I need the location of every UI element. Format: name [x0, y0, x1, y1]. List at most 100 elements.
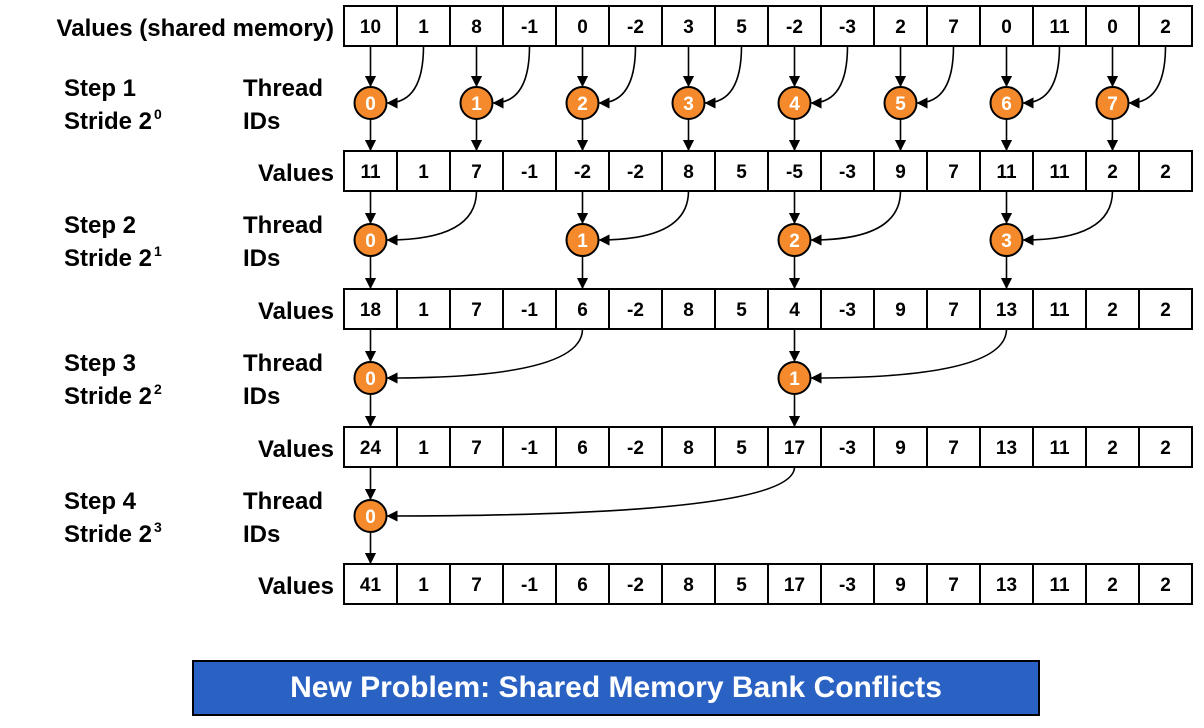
- thread-id-circle: [671, 86, 706, 120]
- cell-value: 11: [360, 162, 381, 183]
- thread-id: 0: [365, 507, 376, 528]
- add-arrow: [810, 328, 1008, 384]
- value-cell: [343, 150, 398, 192]
- value-cell: [873, 563, 928, 605]
- value-cell: [396, 563, 451, 605]
- cell-value: 7: [948, 162, 959, 183]
- cell-value: 5: [736, 17, 747, 38]
- value-cell: [1032, 426, 1087, 468]
- add-arrow: [386, 190, 478, 246]
- cell-value: 6: [577, 438, 588, 459]
- thread-id-circle: [989, 86, 1024, 120]
- thread-id: 0: [365, 369, 376, 390]
- cell-value: 11: [1049, 575, 1070, 596]
- cell-value: 5: [736, 300, 747, 321]
- add-arrow: [916, 45, 955, 109]
- cell-value: -2: [627, 17, 644, 38]
- stride-exponent: 2: [154, 381, 162, 397]
- thread-id: 0: [365, 231, 376, 252]
- thread-id: 1: [789, 369, 800, 390]
- add-arrow: [386, 328, 584, 384]
- thread-id: 2: [577, 94, 588, 115]
- cell-value: 11: [1049, 438, 1070, 459]
- cell-value: 13: [996, 575, 1017, 596]
- cell-value: 8: [683, 162, 694, 183]
- ids-label: IDs: [243, 383, 280, 410]
- value-cell: [1138, 150, 1193, 192]
- cell-value: 8: [683, 575, 694, 596]
- value-cell: [396, 288, 451, 330]
- cell-value: 9: [895, 162, 906, 183]
- thread-label: Thread: [243, 350, 323, 377]
- value-cell: [608, 150, 663, 192]
- cell-value: 7: [471, 162, 482, 183]
- cell-value: 5: [736, 162, 747, 183]
- cell-value: -2: [786, 17, 803, 38]
- add-arrow: [386, 45, 425, 109]
- thread-label: Thread: [243, 488, 323, 515]
- cell-value: 5: [736, 438, 747, 459]
- thread-id-circle: [1095, 86, 1130, 120]
- cell-value: 8: [471, 17, 482, 38]
- cell-value: -2: [574, 162, 591, 183]
- thread-id: 3: [1001, 231, 1012, 252]
- thread-id-circle: [989, 223, 1024, 257]
- step-label: Step 1: [64, 75, 136, 102]
- thread-label: Thread: [243, 212, 323, 239]
- thread-id-circle: [459, 86, 494, 120]
- cell-value: -1: [521, 300, 538, 321]
- value-cell: [1032, 288, 1087, 330]
- value-cell: [1138, 563, 1193, 605]
- thread-id: 5: [895, 94, 906, 115]
- value-cell: [979, 426, 1034, 468]
- cell-value: 11: [1049, 162, 1070, 183]
- value-cell: [873, 426, 928, 468]
- value-cell: [820, 5, 875, 47]
- cell-value: -2: [627, 162, 644, 183]
- value-cell: [979, 288, 1034, 330]
- thread-id-circle: [777, 86, 812, 120]
- cell-value: 7: [471, 300, 482, 321]
- cell-value: -3: [839, 438, 856, 459]
- cell-value: 24: [360, 438, 382, 459]
- stride-exponent: 3: [154, 519, 162, 535]
- cell-value: 11: [1049, 300, 1070, 321]
- cell-value: 41: [360, 575, 382, 596]
- cell-value: 2: [1107, 575, 1118, 596]
- value-cell: [714, 288, 769, 330]
- thread-id-circle: [883, 86, 918, 120]
- value-cell: [820, 288, 875, 330]
- add-arrow: [1022, 190, 1114, 246]
- thread-id: 1: [577, 231, 588, 252]
- row-label: Values: [258, 298, 334, 325]
- thread-id-circle: [353, 499, 388, 533]
- add-arrow: [598, 45, 637, 109]
- value-cell: [555, 563, 610, 605]
- step-label: Step 3: [64, 350, 136, 377]
- value-cell: [449, 150, 504, 192]
- value-cell: [1085, 288, 1140, 330]
- ids-label: IDs: [243, 108, 280, 135]
- cell-value: 2: [1107, 162, 1118, 183]
- add-arrow: [386, 466, 796, 522]
- cell-value: 2: [1160, 17, 1171, 38]
- add-arrow: [492, 45, 531, 109]
- cell-value: -1: [521, 438, 538, 459]
- cell-value: 10: [360, 17, 381, 38]
- value-cell: [714, 563, 769, 605]
- cell-value: -5: [786, 162, 803, 183]
- cell-value: 3: [683, 17, 694, 38]
- value-cell: [1032, 563, 1087, 605]
- thread-label: Thread: [243, 75, 323, 102]
- cell-value: 2: [1160, 300, 1171, 321]
- value-cell: [926, 5, 981, 47]
- cell-value: 2: [895, 17, 906, 38]
- cell-value: 1: [418, 17, 429, 38]
- value-cell: [608, 426, 663, 468]
- cell-value: 7: [948, 575, 959, 596]
- cell-value: 2: [1160, 438, 1171, 459]
